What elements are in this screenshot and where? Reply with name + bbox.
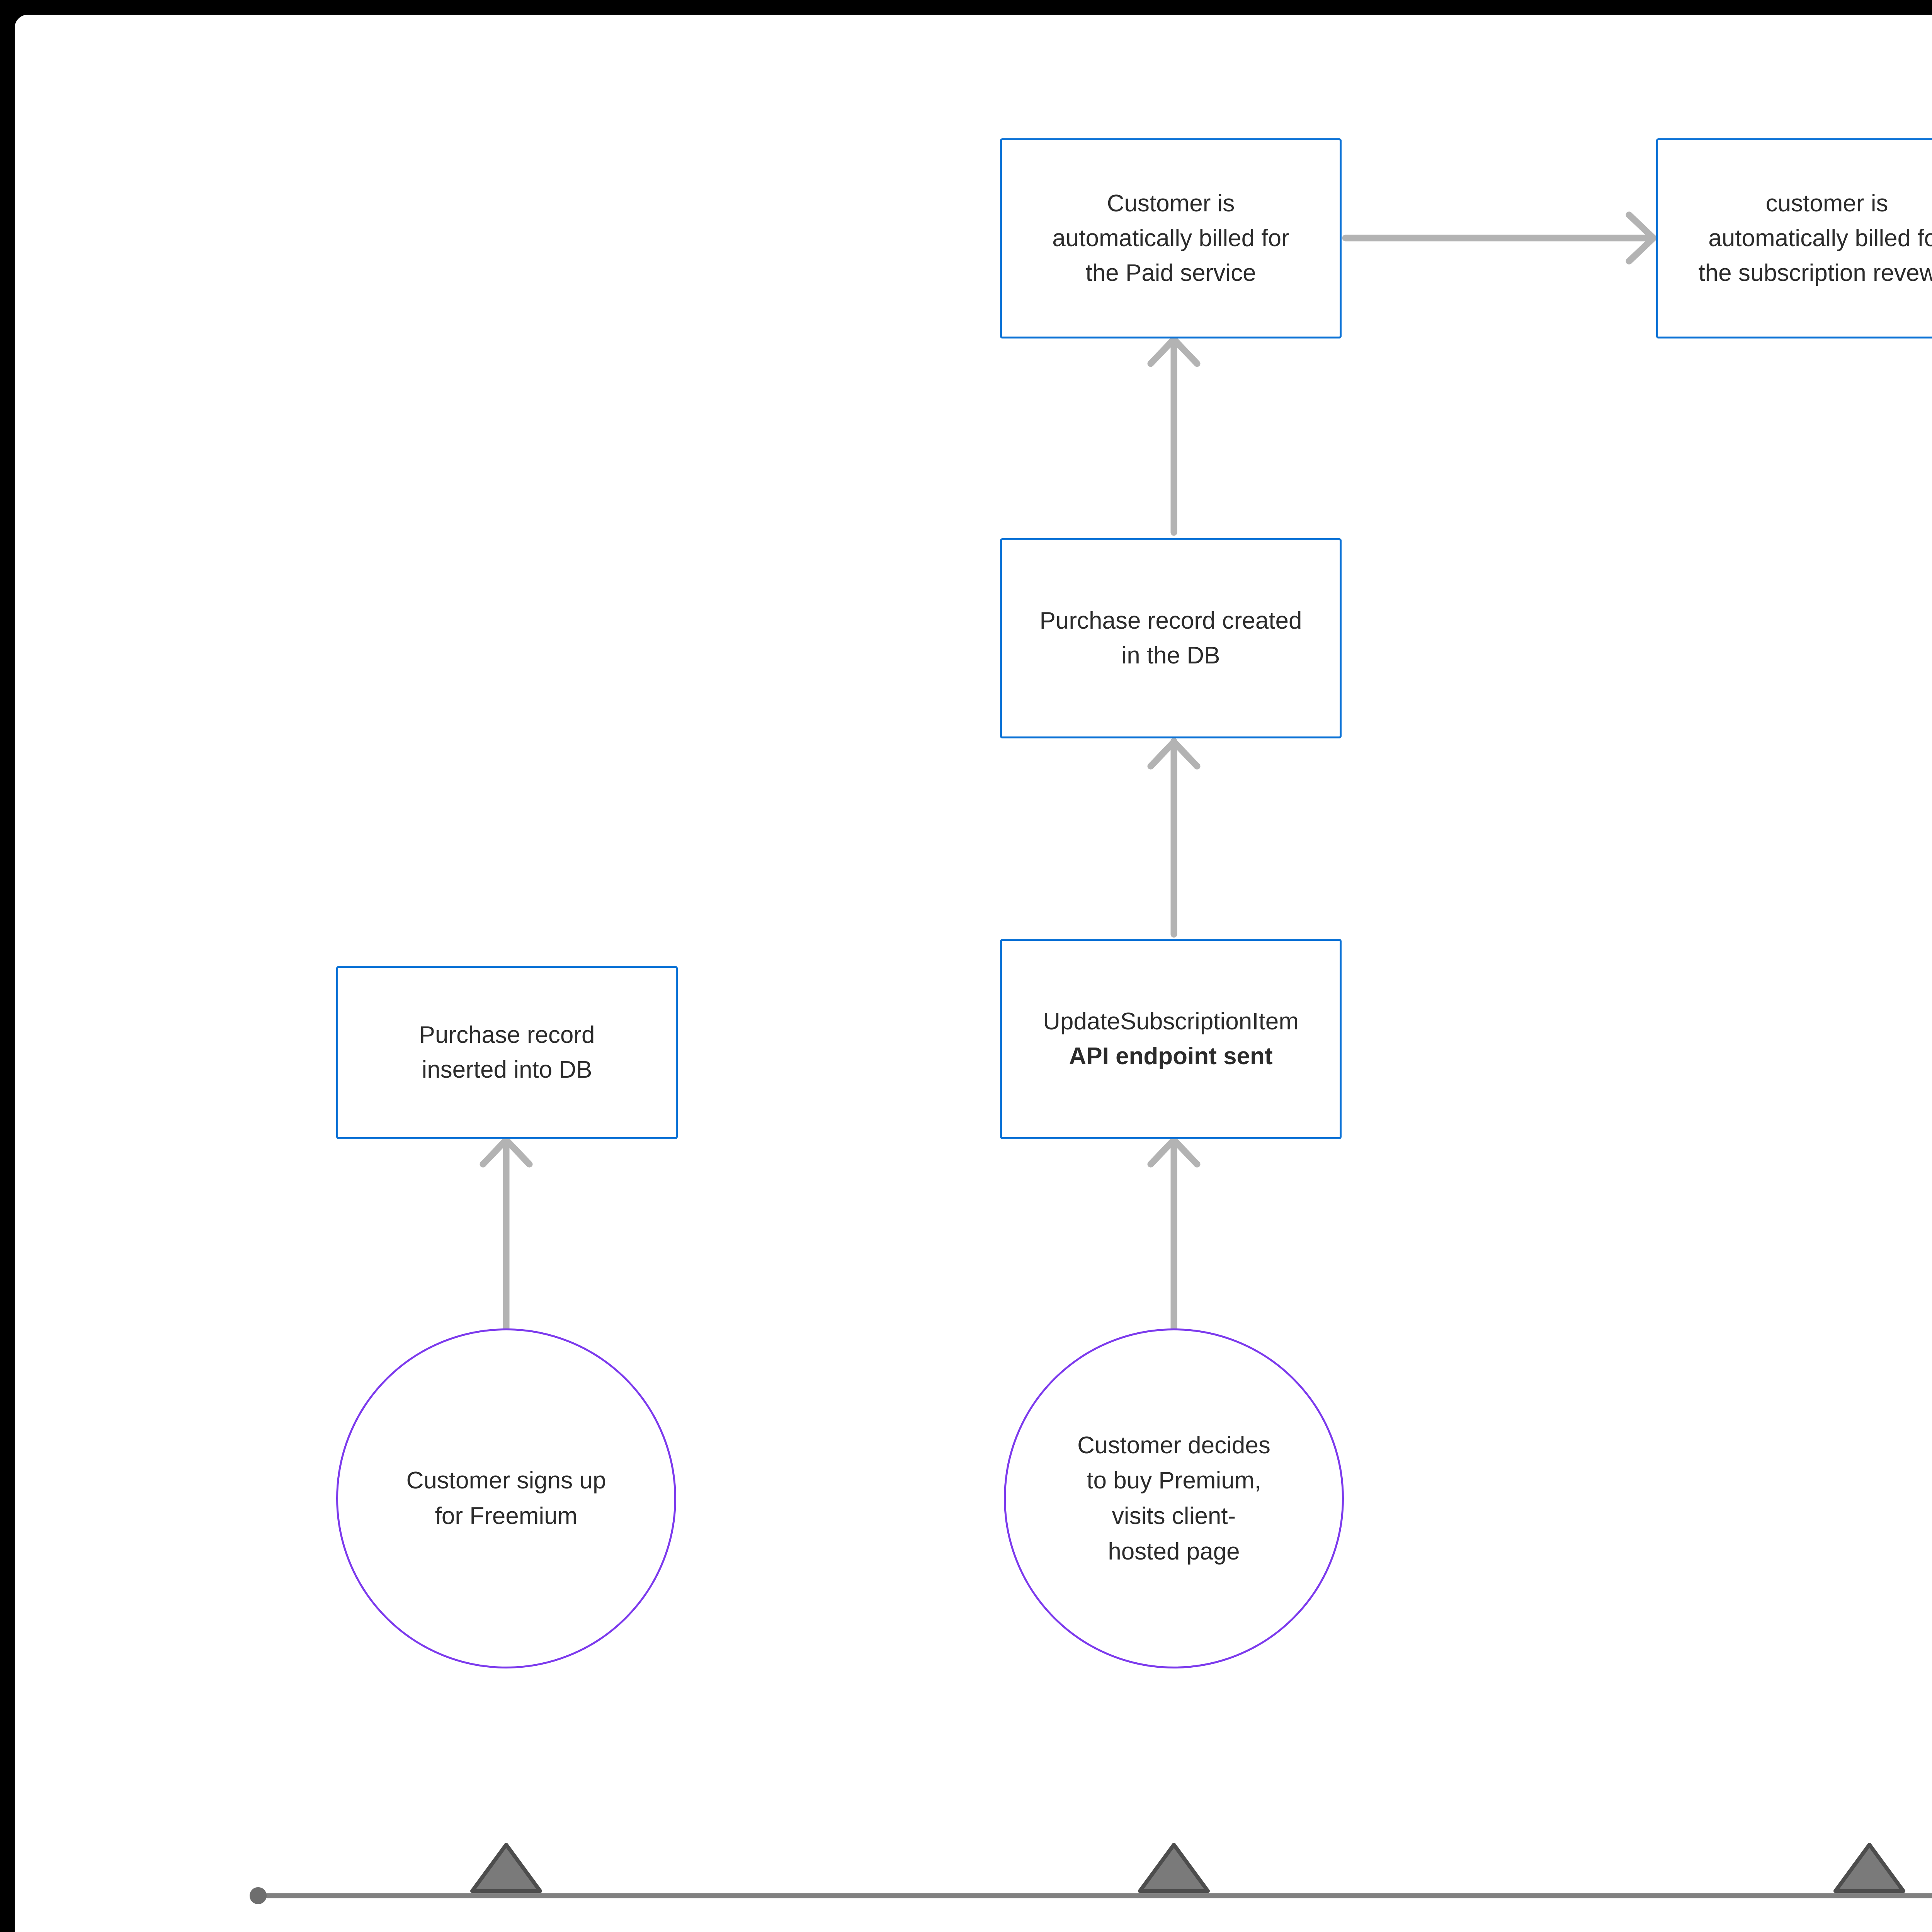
node-billed-subscription-renewal-text: customer is automatically billed for the…: [1698, 190, 1932, 286]
diagram-canvas: Customer is automatically billed for the…: [15, 15, 1932, 1932]
timeline-axis-group: [15, 15, 1932, 1932]
node-update-subscription-item[interactable]: UpdateSubscriptionItem API endpoint sent: [1000, 939, 1342, 1139]
node-purchase-record-created[interactable]: Purchase record created in the DB: [1000, 538, 1342, 738]
node-signs-up-freemium-text: Customer signs up for Freemium: [406, 1467, 606, 1529]
node-purchase-record-created-text: Purchase record created in the DB: [1039, 607, 1302, 669]
connector-layer: [15, 15, 1932, 1932]
node-billed-subscription-renewal[interactable]: customer is automatically billed for the…: [1656, 138, 1932, 338]
node-billed-paid-service[interactable]: Customer is automatically billed for the…: [1000, 138, 1342, 338]
node-purchase-record-inserted-text: Purchase record inserted into DB: [419, 1022, 595, 1083]
timeline-marker-feb-1: [1833, 1843, 1905, 1893]
node-signs-up-freemium[interactable]: Customer signs up for Freemium: [336, 1328, 676, 1668]
node-buys-premium-text: Customer decides to buy Premium, visits …: [1077, 1432, 1270, 1565]
node-purchase-record-inserted[interactable]: Purchase record inserted into DB: [336, 966, 678, 1139]
timeline-start-dot: [250, 1887, 267, 1904]
node-billed-paid-service-text: Customer is automatically billed for the…: [1052, 190, 1289, 286]
node-buys-premium[interactable]: Customer decides to buy Premium, visits …: [1004, 1328, 1344, 1668]
timeline-marker-jan-15: [1138, 1843, 1210, 1893]
timeline-marker-jan-1: [470, 1843, 542, 1893]
node-update-subscription-item-text: UpdateSubscriptionItem API endpoint sent: [1043, 1008, 1299, 1070]
